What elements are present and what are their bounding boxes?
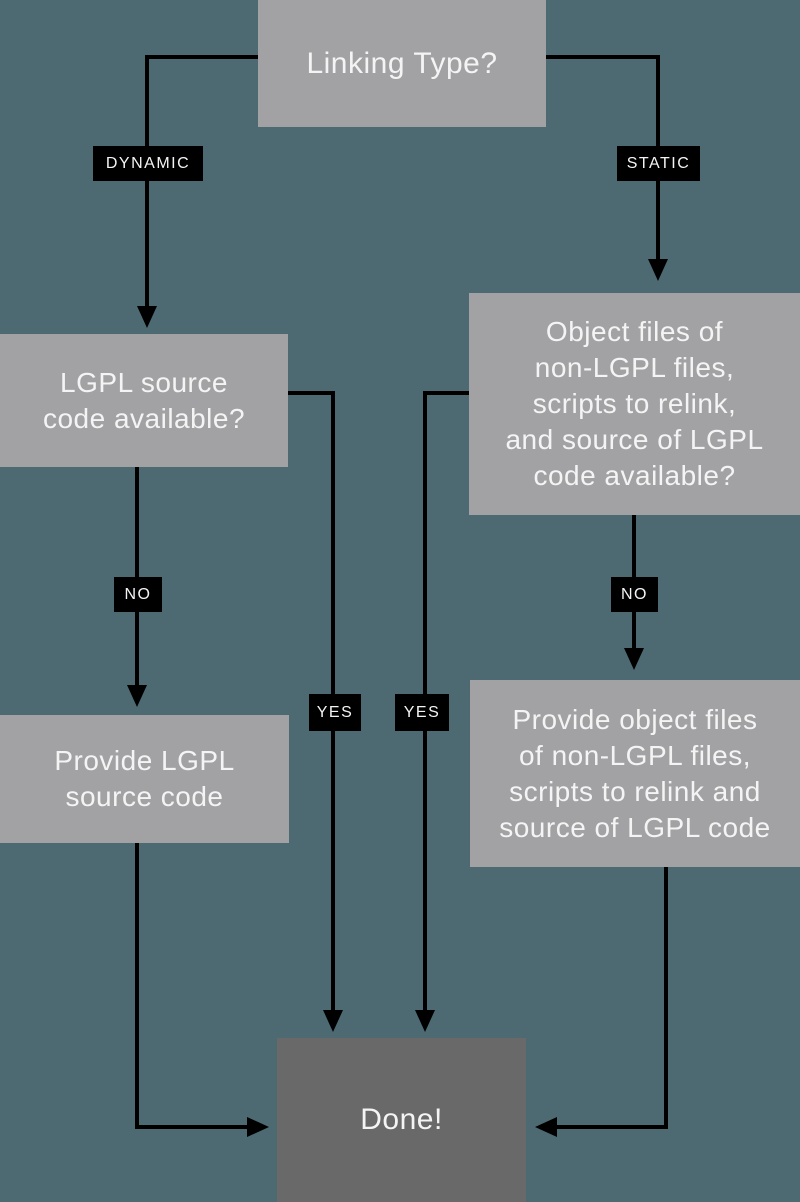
edge-no-left-vertical xyxy=(135,467,139,685)
edge-label-no-left: NO xyxy=(114,577,162,612)
node-done-text: Done! xyxy=(360,1103,443,1136)
node-done: Done! xyxy=(277,1038,526,1202)
edge-static-horizontal xyxy=(546,55,660,59)
edge-yes-left-arrowhead-icon xyxy=(323,1010,343,1032)
edge-provide-object-arrowhead-icon xyxy=(535,1117,557,1137)
node-object-files-available-text: Object files of non-LGPL files, scripts … xyxy=(505,316,764,491)
edge-dynamic-arrowhead-icon xyxy=(137,306,157,328)
edge-label-static: STATIC xyxy=(617,146,700,181)
edge-provide-lgpl-arrowhead-icon xyxy=(247,1117,269,1137)
edge-dynamic-horizontal xyxy=(145,55,258,59)
edge-label-yes-right: YES xyxy=(395,694,449,731)
edge-yes-left-horizontal xyxy=(288,391,335,395)
node-lgpl-source-available-text: LGPL source code available? xyxy=(42,366,246,434)
edge-provide-lgpl-horizontal xyxy=(135,1125,247,1129)
node-linking-type: Linking Type? xyxy=(258,0,546,127)
edge-provide-lgpl-vertical xyxy=(135,843,139,1129)
node-provide-object-files-text: Provide object files of non-LGPL files, … xyxy=(499,703,771,843)
edge-label-yes-left: YES xyxy=(309,694,361,731)
edge-provide-object-horizontal xyxy=(557,1125,668,1129)
node-provide-lgpl-source-text: Provide LGPL source code xyxy=(54,745,235,812)
node-lgpl-source-available: LGPL source code available? xyxy=(0,334,288,467)
edge-no-left-arrowhead-icon xyxy=(127,685,147,707)
node-linking-type-text: Linking Type? xyxy=(306,46,498,80)
edge-yes-right-arrowhead-icon xyxy=(415,1010,435,1032)
node-object-files-available: Object files of non-LGPL files, scripts … xyxy=(469,293,800,515)
edge-label-dynamic: DYNAMIC xyxy=(93,146,203,181)
edge-static-arrowhead-icon xyxy=(648,259,668,281)
node-provide-lgpl-source: Provide LGPL source code xyxy=(0,715,289,843)
edge-provide-object-vertical xyxy=(664,866,668,1129)
edge-label-no-right: NO xyxy=(611,577,658,612)
node-provide-object-files: Provide object files of non-LGPL files, … xyxy=(470,680,800,867)
edge-yes-right-horizontal xyxy=(423,391,469,395)
edge-no-right-arrowhead-icon xyxy=(624,648,644,670)
